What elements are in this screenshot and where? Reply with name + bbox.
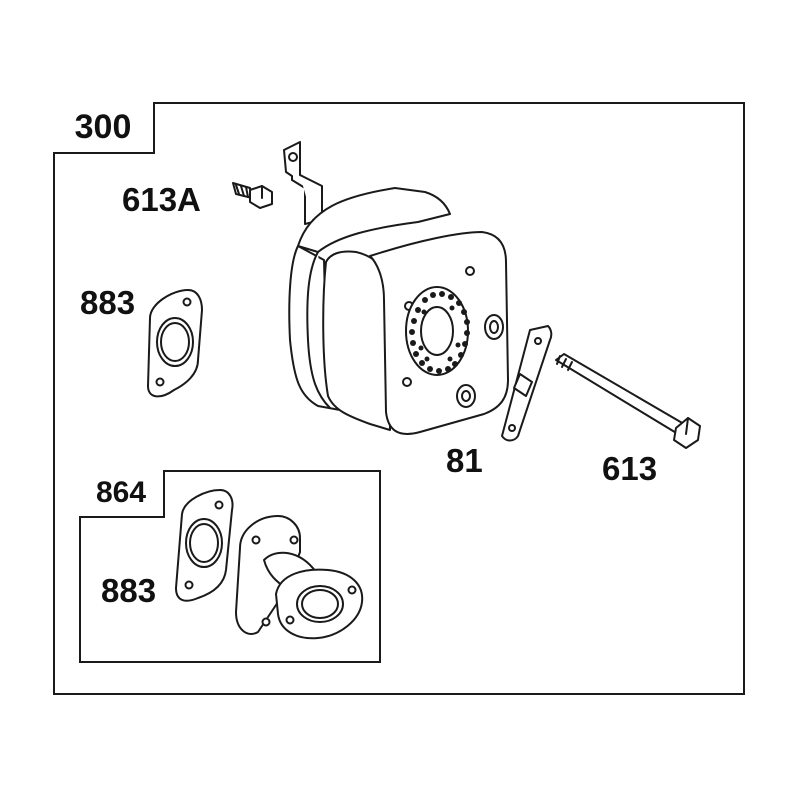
mounting-bracket-part <box>283 141 323 229</box>
callout-short-bolt: 613A <box>122 181 201 218</box>
callout-exhaust-gasket: 883 <box>80 284 136 321</box>
callout-long-bolt: 613 <box>602 450 658 487</box>
short-bolt-part <box>232 182 273 209</box>
exhaust-adapter-part <box>235 515 364 640</box>
lock-plate-part <box>501 325 553 442</box>
long-bolt-part <box>555 353 701 449</box>
callout-lock-plate: 81 <box>446 442 483 479</box>
exhaust-gasket-part <box>147 289 203 398</box>
callout-inner-gasket: 883 <box>101 572 157 609</box>
muffler-body-part <box>288 187 509 435</box>
outer-assembly-tag: 300 <box>53 102 155 154</box>
inner-gasket-part <box>175 489 234 602</box>
outer-assembly-frame <box>53 102 745 695</box>
inner-assembly-frame <box>79 470 381 663</box>
inner-assembly-tag: 864 <box>79 470 165 518</box>
